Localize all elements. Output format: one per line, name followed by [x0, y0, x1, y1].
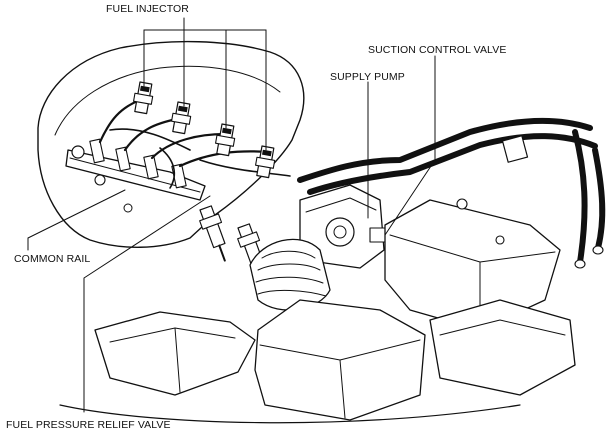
supply-pump-shape: [299, 184, 389, 269]
label-common-rail: COMMON RAIL: [14, 253, 91, 265]
label-supply-pump: SUPPLY PUMP: [330, 71, 405, 83]
rail-fittings: [89, 138, 187, 189]
fuel-lines-right: [297, 117, 606, 269]
fuel-injectors: [133, 81, 276, 179]
battery-box: [384, 198, 561, 331]
label-suction-control-valve: SUCTION CONTROL VALVE: [368, 44, 507, 56]
lower-housing: [429, 299, 576, 396]
label-fuel-pressure-relief-valve: FUEL PRESSURE RELIEF VALVE: [6, 419, 171, 431]
intake-hose: [249, 238, 331, 311]
bottom-duct: [59, 311, 521, 424]
air-cleaner-box: [254, 299, 426, 421]
engine-cover-outline: [37, 40, 305, 248]
leader-lines: [27, 17, 436, 413]
label-fuel-injector: FUEL INJECTOR: [106, 3, 189, 15]
